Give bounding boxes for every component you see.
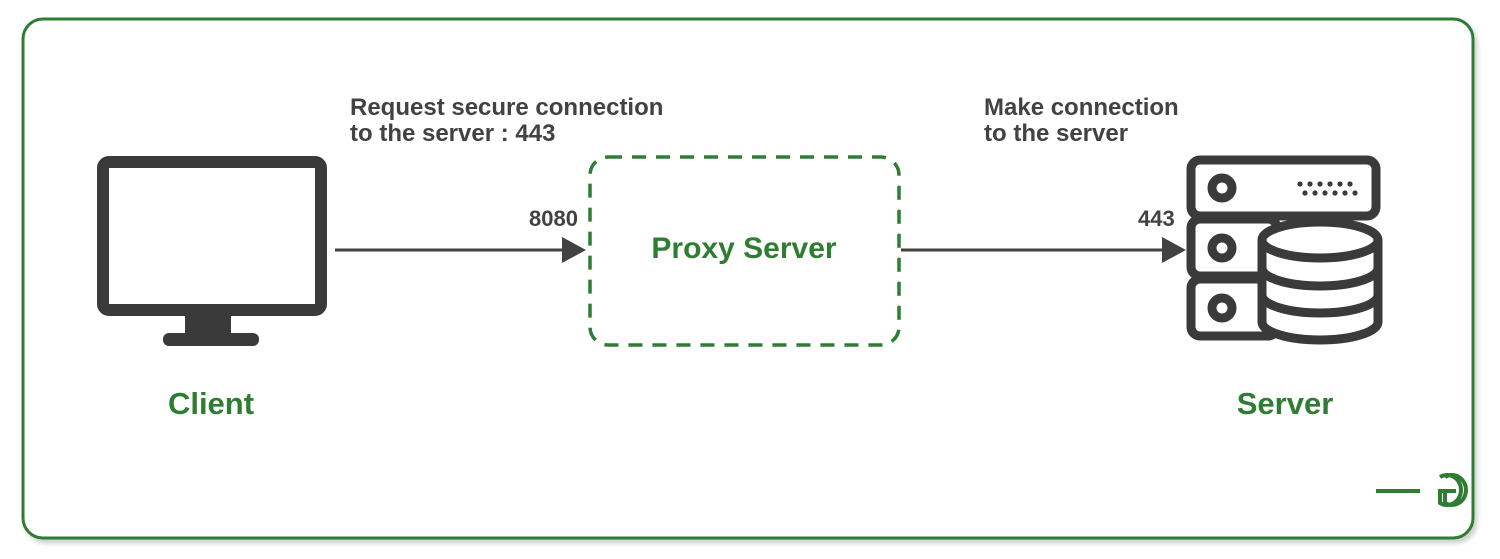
- database-cylinder: [1257, 217, 1383, 345]
- gfg-logo: [1376, 473, 1468, 507]
- server-vent-dots: [1297, 181, 1358, 196]
- request-caption-line2: to the server : 443: [350, 120, 555, 147]
- connect-caption-line2: to the server: [984, 120, 1128, 147]
- server-port-label: 443: [1138, 206, 1175, 231]
- client-label: Client: [168, 386, 254, 421]
- request-arrow: [335, 237, 586, 263]
- request-caption-line1: Request secure connection: [350, 94, 663, 121]
- proxy-server-label: Proxy Server: [651, 232, 836, 265]
- monitor-icon: [97, 156, 327, 346]
- diagram-frame: [21, 17, 1475, 540]
- connect-caption-line1: Make connection: [984, 94, 1179, 121]
- server-label: Server: [1237, 386, 1334, 421]
- connect-arrow: [901, 237, 1186, 263]
- proxy-port-label: 8080: [529, 206, 578, 231]
